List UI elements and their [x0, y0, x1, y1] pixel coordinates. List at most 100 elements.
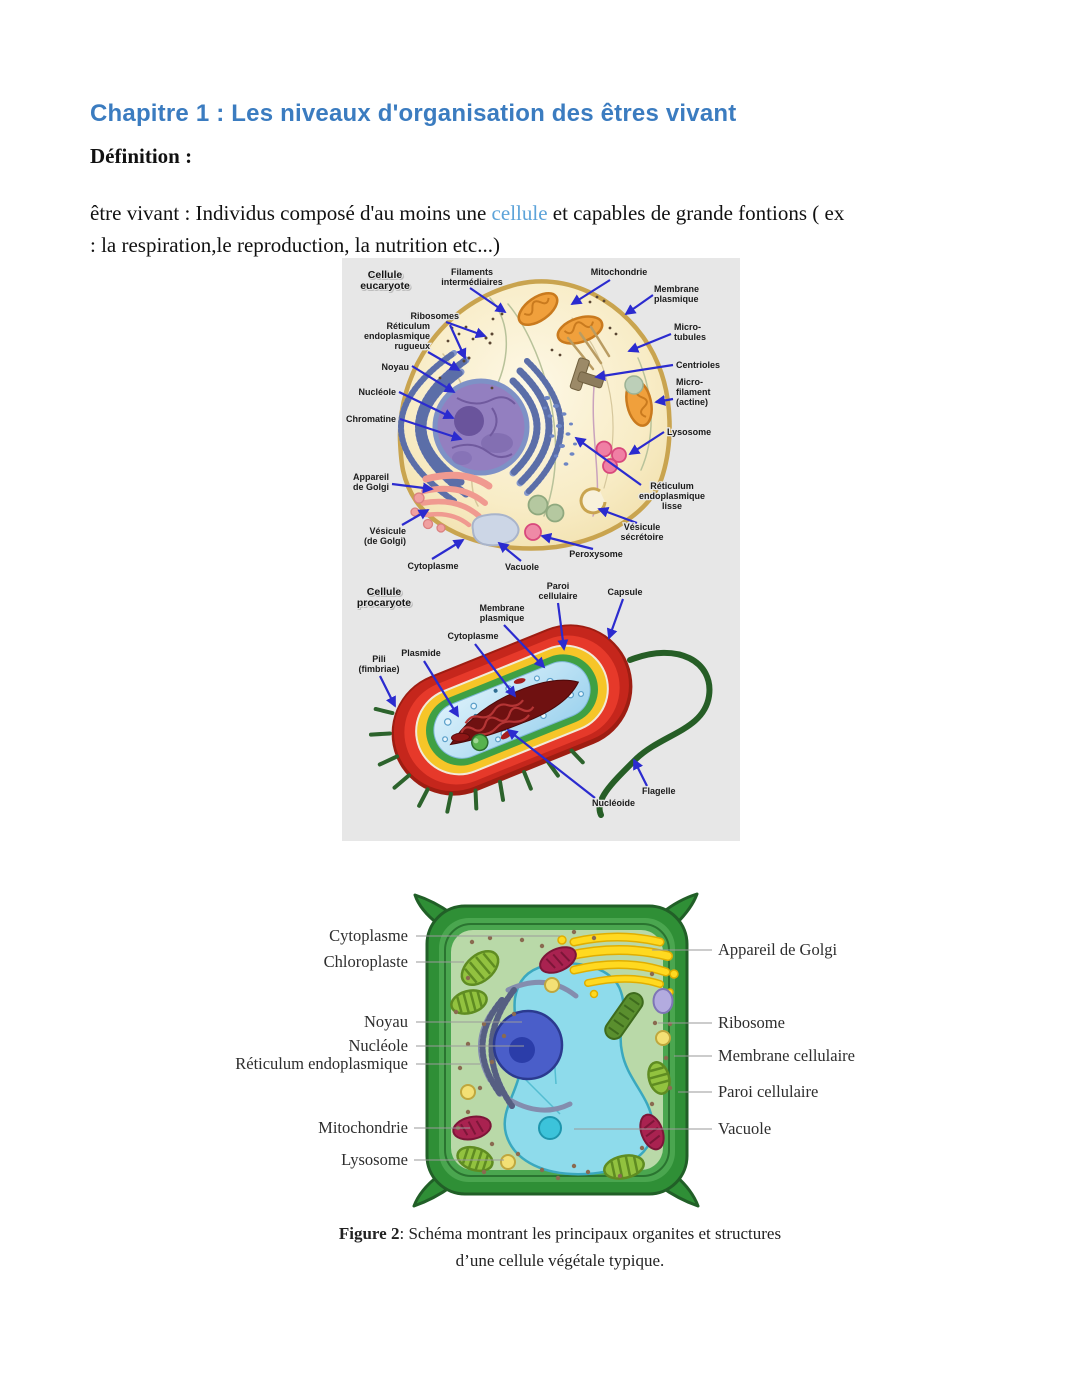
label-plasmide: Plasmide — [401, 648, 441, 658]
paragraph-text-cont: et capables de grande fontions ( ex — [547, 201, 845, 225]
svg-text:rugueux: rugueux — [394, 341, 430, 351]
label-capsule: Capsule — [607, 587, 642, 597]
label-cytoplasme: Cytoplasme — [407, 561, 458, 571]
svg-text:(actine): (actine) — [676, 397, 708, 407]
svg-text:filament: filament — [676, 387, 711, 397]
label-mitochondrie: Mitochondrie — [318, 1118, 408, 1137]
svg-text:endoplasmique: endoplasmique — [639, 491, 705, 501]
vesicle — [545, 503, 565, 523]
label-nucleole: Nucléole — [358, 387, 396, 397]
svg-text:de Golgi: de Golgi — [353, 482, 389, 492]
figure2-caption: Figure 2: Schéma montrant les principaux… — [280, 1220, 840, 1274]
svg-text:plasmique: plasmique — [654, 294, 699, 304]
label-ribosome: Ribosome — [718, 1013, 785, 1032]
ribosome-dots — [453, 929, 673, 1181]
smooth-endoplasmic-reticulum — [543, 396, 577, 466]
vacuole-inclusion — [538, 1116, 562, 1140]
label-cytoplasme: Cytoplasme — [329, 926, 408, 945]
nucleolus — [509, 1037, 535, 1063]
chloroplast — [603, 1154, 645, 1180]
label-rer: Réticulum — [386, 321, 430, 331]
figure2-caption-line2: d’une cellule végétale typique. — [455, 1251, 665, 1270]
svg-text:sécrétoire: sécrétoire — [620, 532, 663, 542]
label-nucleoide: Nucléoide — [592, 798, 635, 808]
svg-text:(fimbriae): (fimbriae) — [358, 664, 399, 674]
label-ribosomes: Ribosomes — [410, 311, 459, 321]
label-noyau: Noyau — [381, 362, 409, 372]
prokaryote-cell-diagram — [368, 624, 713, 818]
endoplasmic-reticulum — [478, 979, 579, 1113]
centrioles — [569, 357, 604, 391]
figure2-caption-text: : Schéma montrant les principaux organit… — [399, 1224, 782, 1243]
prokaryote-title: Cellule — [367, 586, 402, 598]
label-vesicule-secretoire: Vésicule — [624, 522, 661, 532]
label-centrioles: Centrioles — [676, 360, 720, 370]
mitochondrion — [639, 1113, 665, 1151]
label-rel: Réticulum — [650, 481, 694, 491]
vacuole-chloroplast — [604, 992, 644, 1040]
svg-text:procaryote: procaryote — [357, 597, 411, 609]
definition-heading: Définition : — [90, 144, 193, 168]
page-title: Chapitre 1 : Les niveaux d'organisation … — [90, 100, 737, 128]
label-lines — [414, 935, 712, 1161]
lysosomes — [595, 440, 627, 474]
figure-plant-cell: Cytoplasme Chloroplaste Noyau Nucléole R… — [235, 892, 855, 1208]
label-membrane-cellulaire: Membrane cellulaire — [718, 1046, 855, 1065]
label-lysosome: Lysosome — [667, 427, 711, 437]
cellule-link[interactable]: cellule — [491, 201, 548, 225]
label-arrows — [379, 279, 674, 799]
label-microfilament: Micro- — [676, 377, 703, 387]
mitochondrion — [452, 1115, 492, 1141]
label-flagelle: Flagelle — [642, 786, 676, 796]
label-membrane-plasmique: Membrane — [654, 284, 699, 294]
flagellum — [596, 649, 713, 818]
label-vesicule-golgi: Vésicule — [369, 526, 406, 536]
lysosomes — [460, 977, 671, 1170]
golgi-vesicles — [410, 492, 446, 533]
definition-paragraph: être vivant : Individus composé d'au moi… — [90, 197, 1010, 261]
chloroplast — [450, 989, 488, 1015]
mitochondrion — [556, 315, 604, 345]
svg-text:tubules: tubules — [674, 332, 706, 342]
eukaryote-title: Cellule — [368, 269, 403, 281]
organelle-oval — [652, 988, 674, 1014]
golgi-apparatus — [563, 932, 673, 988]
mitochondrion — [539, 946, 577, 974]
chloroplast — [456, 1145, 494, 1173]
label-pili: Pili — [372, 654, 386, 664]
mitochondrion — [517, 292, 559, 326]
nucleolus — [454, 406, 484, 436]
paragraph-line2: : la respiration,le reproduction, la nut… — [90, 233, 500, 257]
label-mitochondrie: Mitochondrie — [591, 267, 648, 277]
vesicle — [624, 375, 644, 395]
nucleus — [432, 378, 530, 476]
plant-cell-drawing — [412, 892, 700, 1208]
svg-text:intermédiaires: intermédiaires — [441, 277, 503, 287]
plasmid — [450, 732, 470, 742]
label-appareil-de-golgi: Appareil de Golgi — [718, 940, 838, 959]
svg-text:lisse: lisse — [662, 501, 682, 511]
label-cytoplasme-pro: Cytoplasme — [447, 631, 498, 641]
peroxysome — [524, 523, 542, 541]
label-peroxysome: Peroxysome — [569, 549, 623, 559]
label-vacuole: Vacuole — [718, 1119, 771, 1138]
label-microtubules: Micro- — [674, 322, 701, 332]
label-nucleole: Nucléole — [348, 1036, 408, 1055]
vacuole — [471, 513, 520, 547]
svg-text:endoplasmique: endoplasmique — [364, 331, 430, 341]
nucleoid-strands — [460, 699, 535, 736]
chloroplast — [460, 949, 500, 987]
label-appareil-golgi: Appareil — [353, 472, 389, 482]
label-vacuole: Vacuole — [505, 562, 539, 572]
label-reticulum-endoplasmique: Réticulum endoplasmique — [235, 1054, 408, 1073]
pili-spikes — [368, 706, 585, 814]
plant-cell-labels: Cytoplasme Chloroplaste Noyau Nucléole R… — [235, 926, 855, 1169]
svg-text:plasmique: plasmique — [480, 613, 525, 623]
label-filaments: Filaments — [451, 267, 493, 277]
figure2-caption-number: Figure 2 — [338, 1224, 400, 1243]
vesicle — [527, 494, 549, 516]
eukaryote-labels: Cellule eucaryote Filaments intermédiair… — [345, 266, 722, 574]
chloroplast — [647, 1061, 671, 1095]
label-lysosome: Lysosome — [341, 1150, 408, 1169]
